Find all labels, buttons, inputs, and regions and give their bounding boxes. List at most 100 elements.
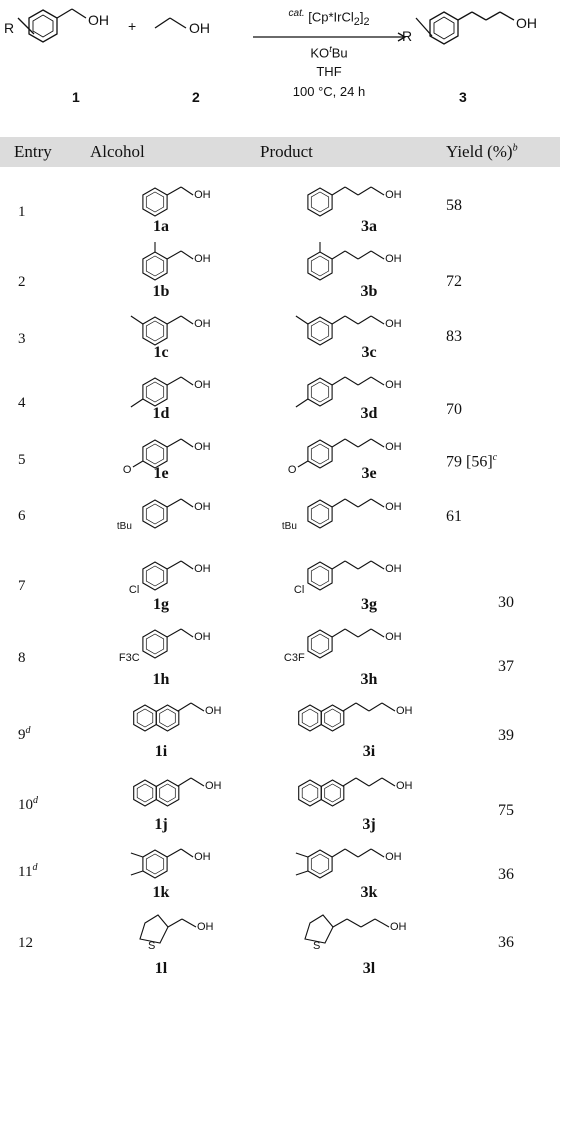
entry-number: 10d <box>18 795 38 813</box>
product-structure: OH Cl <box>294 560 402 596</box>
chlorine-label: Cl <box>129 584 139 596</box>
tbu-label: tBu <box>282 521 297 532</box>
alcohol-label: 1d <box>152 405 170 422</box>
alcohol-structure: OH <box>130 315 211 346</box>
product-label: 3i <box>362 743 376 760</box>
hydroxyl-label: OH <box>194 318 211 330</box>
hydroxyl-label: OH <box>385 189 402 201</box>
tbu-label: tBu <box>117 521 132 532</box>
header-alcohol: Alcohol <box>90 142 145 161</box>
entry-number: 6 <box>18 508 26 524</box>
entry-footnote: d <box>25 725 31 736</box>
chlorine-label: Cl <box>294 584 304 596</box>
yield-value: 36 <box>498 934 514 951</box>
entry-number: 4 <box>18 395 26 411</box>
yield-value: 37 <box>498 658 514 675</box>
product-label: 3d <box>360 405 378 422</box>
entry-number: 7 <box>18 578 26 594</box>
product-structure: OH <box>295 376 402 408</box>
yield-value: 58 <box>446 197 462 214</box>
compound-number-1: 1 <box>72 89 80 105</box>
product-structure: OH tBu <box>282 498 402 532</box>
alcohol-structure: OH O <box>123 438 211 476</box>
hydroxyl-label: OH <box>197 921 214 933</box>
hydroxyl-label: OH <box>194 441 211 453</box>
header-product: Product <box>260 142 313 161</box>
sulfur-label: S <box>148 940 155 952</box>
structure-drawing: OH OH <box>142 186 402 217</box>
structure-drawing: OH Cl OH Cl <box>129 560 402 596</box>
hydroxyl-label: OH <box>194 189 211 201</box>
base-label: KOtBu <box>310 44 348 61</box>
header-yield: Yield (%)b <box>446 142 518 161</box>
hydroxyl-label: OH <box>396 780 413 792</box>
entry-number: 2 <box>18 274 26 290</box>
r-substituent: R <box>402 28 413 44</box>
product-label: 3g <box>361 596 377 613</box>
alcohol-label: 1i <box>154 743 168 760</box>
product-structure: SOH <box>304 914 407 952</box>
hydroxyl-label: OH <box>194 563 211 575</box>
product-structure: OH <box>307 186 402 217</box>
solvent-label: THF <box>316 64 342 79</box>
alcohol-structure: OH <box>130 848 211 879</box>
yield-value: 30 <box>498 594 514 611</box>
hydroxyl-label: OH <box>385 501 402 513</box>
yield-value: 72 <box>446 273 462 290</box>
structure-drawing: OH OH <box>130 848 402 879</box>
hydroxyl-label: OH <box>385 563 402 575</box>
alcohol-structure: OH tBu <box>117 498 211 532</box>
alcohol-label: 1c <box>153 344 169 361</box>
hydroxyl-label: OH <box>205 780 222 792</box>
hydroxyl-label: OH <box>385 851 402 863</box>
alcohol-label: 1e <box>153 465 169 482</box>
alcohol-structure: OH Cl <box>129 560 211 596</box>
alcohol-label: 1k <box>152 884 170 901</box>
hydroxyl-label: OH <box>194 631 211 643</box>
hydroxyl-label: OH <box>194 851 211 863</box>
hydroxyl-label: OH <box>396 705 413 717</box>
structure-drawing: OH OH <box>133 702 413 732</box>
structure-drawing: OH OH <box>133 777 413 807</box>
alcohol-structure: OH <box>142 242 211 281</box>
product-label: 3a <box>361 218 377 235</box>
product-label: 3k <box>360 884 378 901</box>
alcohol-label: 1j <box>154 816 168 833</box>
product-label: 3l <box>362 960 376 977</box>
yield-value: 75 <box>498 802 514 819</box>
yield-value: 39 <box>498 727 514 744</box>
oxygen-label: O <box>288 464 297 476</box>
alcohol-structure: S OH <box>139 914 214 952</box>
oh-label: OH <box>516 15 537 31</box>
entry-number: 5 <box>18 452 26 468</box>
compound-number-3: 3 <box>459 89 467 105</box>
product-structure: OH <box>298 702 413 732</box>
entry-number: 11d <box>18 862 38 880</box>
alcohol-structure: OH <box>130 376 211 408</box>
table-header: Entry Alcohol Product Yield (%)b <box>0 137 560 167</box>
hydroxyl-label: OH <box>385 631 402 643</box>
yield-value: 70 <box>446 401 462 418</box>
yield-value: 79 [56]c <box>446 452 498 471</box>
oxygen-label: O <box>123 464 132 476</box>
entry-number: 8 <box>18 650 26 666</box>
r-substituent: R <box>4 20 15 36</box>
sulfur-label: S <box>313 940 320 952</box>
header-entry: Entry <box>14 142 52 161</box>
product-label: 3e <box>361 465 377 482</box>
product-label: 3b <box>360 283 378 300</box>
alcohol-structure: OH <box>133 702 222 732</box>
entry-footnote: d <box>33 795 38 806</box>
hydroxyl-label: OH <box>194 253 211 265</box>
product-label: 3c <box>361 344 377 361</box>
hydroxyl-label: OH <box>194 501 211 513</box>
entry-number: 12 <box>18 935 33 951</box>
oh-label: OH <box>88 12 109 28</box>
product-structure: OHO <box>288 438 402 476</box>
alcohol-label: 1a <box>153 218 169 235</box>
plus-sign: + <box>128 18 137 34</box>
